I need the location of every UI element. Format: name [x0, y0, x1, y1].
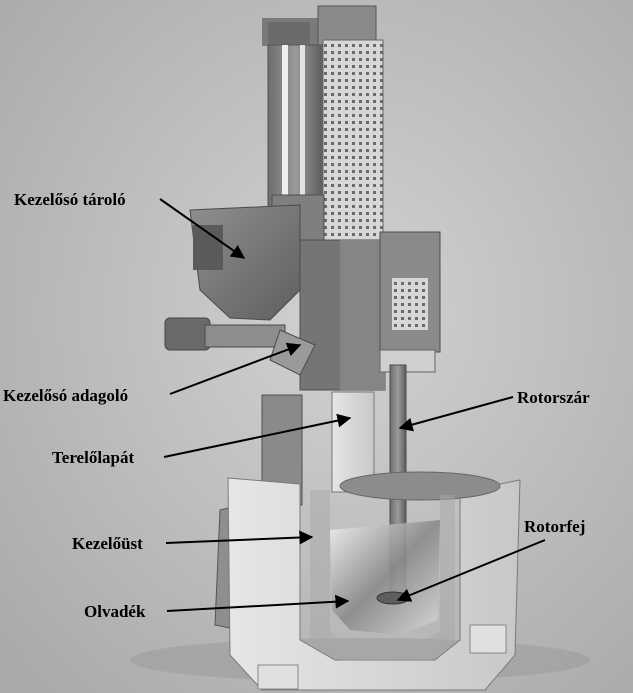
arrow-olvadek [166, 594, 350, 612]
label-terelolapat: Terelőlapát [52, 448, 135, 467]
arrow-rotorszar [398, 396, 514, 432]
arrow-kezeloso-tarolo [159, 198, 246, 259]
arrow-kezeloso-adagolo [169, 342, 302, 395]
label-kezeloso-tarolo: Kezelősó tároló [14, 190, 126, 209]
label-kezeloso-adagolo: Kezelősó adagoló [3, 386, 128, 405]
label-olvadek: Olvadék [84, 602, 146, 621]
label-kezeloust: Kezelőüst [72, 534, 143, 553]
machine-illustration [130, 5, 590, 691]
label-rotorszar: Rotorszár [517, 388, 590, 407]
arrow-kezeloust [165, 530, 314, 545]
arrow-rotorfej [396, 539, 546, 602]
label-rotorfej: Rotorfej [524, 517, 585, 536]
arrow-terelolapat [163, 413, 352, 458]
